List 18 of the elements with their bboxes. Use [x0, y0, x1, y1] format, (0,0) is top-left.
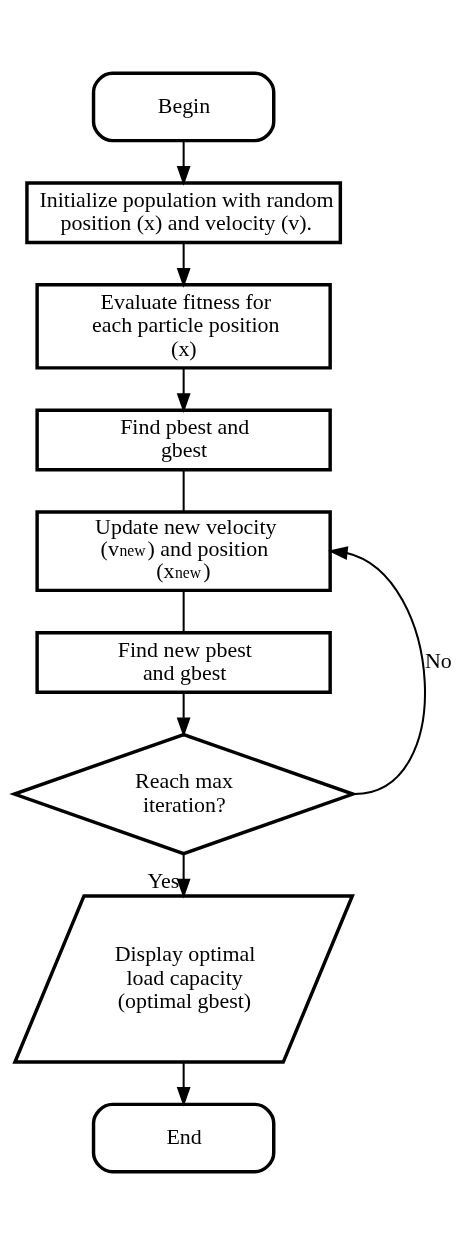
arrow	[176, 141, 191, 186]
node-box: Find pbest and gbest	[35, 408, 332, 472]
node-box: Find new pbest and gbest	[35, 630, 332, 694]
connector	[182, 590, 185, 633]
node-box: Initialize population with random position (x) and velocity (v).	[25, 181, 343, 245]
arrow	[176, 368, 191, 414]
connector	[182, 469, 185, 512]
edge-label: Yes	[147, 867, 180, 893]
arrow	[176, 1062, 191, 1107]
node-box: End	[91, 1102, 276, 1174]
node-box: Begin	[91, 71, 276, 143]
edge-label: No	[424, 648, 452, 674]
arrow	[176, 692, 191, 738]
arrow	[176, 853, 191, 899]
node-box: Evaluate fitness for each particle position (x)	[35, 283, 332, 370]
node-box: Update new velocity (vnew) and position (xnew)	[35, 510, 332, 593]
arrow	[176, 242, 191, 288]
arrow	[327, 546, 426, 796]
